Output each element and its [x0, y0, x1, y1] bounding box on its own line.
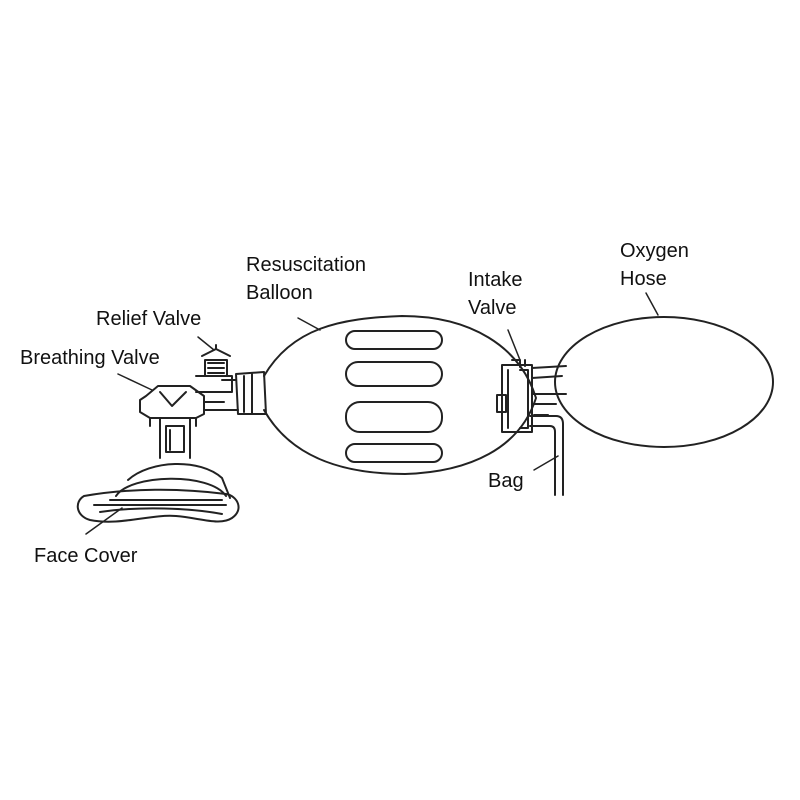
bag-hose-shape: [529, 415, 564, 496]
leader-bag: [533, 455, 559, 471]
breathing-valve-shape: [139, 385, 225, 459]
leader-intake-valve: [507, 329, 521, 361]
reservoir-bag-shape: [554, 316, 774, 448]
label-intake-valve: Intake Valve: [468, 269, 523, 319]
face-cover-shape: [76, 462, 240, 523]
label-relief-valve: Relief Valve: [96, 308, 202, 330]
relief-valve-shape: [195, 344, 233, 393]
leader-oxygen-hose: [645, 292, 659, 316]
label-bag: Bag: [488, 470, 524, 492]
label-resuscitation-balloon: Resuscitation Balloon: [246, 254, 367, 304]
label-oxygen-hose: Oxygen Hose: [620, 240, 689, 290]
resuscitation-balloon-shape: [221, 315, 537, 475]
leader-breathing-valve: [117, 373, 153, 391]
leader-relief-valve: [197, 336, 215, 351]
label-breathing-valve: Breathing Valve: [20, 347, 160, 369]
label-face-cover: Face Cover: [34, 545, 138, 567]
leader-resuscitation-balloon: [297, 317, 321, 331]
leader-face-cover: [85, 507, 123, 535]
leader-lines: [85, 292, 659, 535]
